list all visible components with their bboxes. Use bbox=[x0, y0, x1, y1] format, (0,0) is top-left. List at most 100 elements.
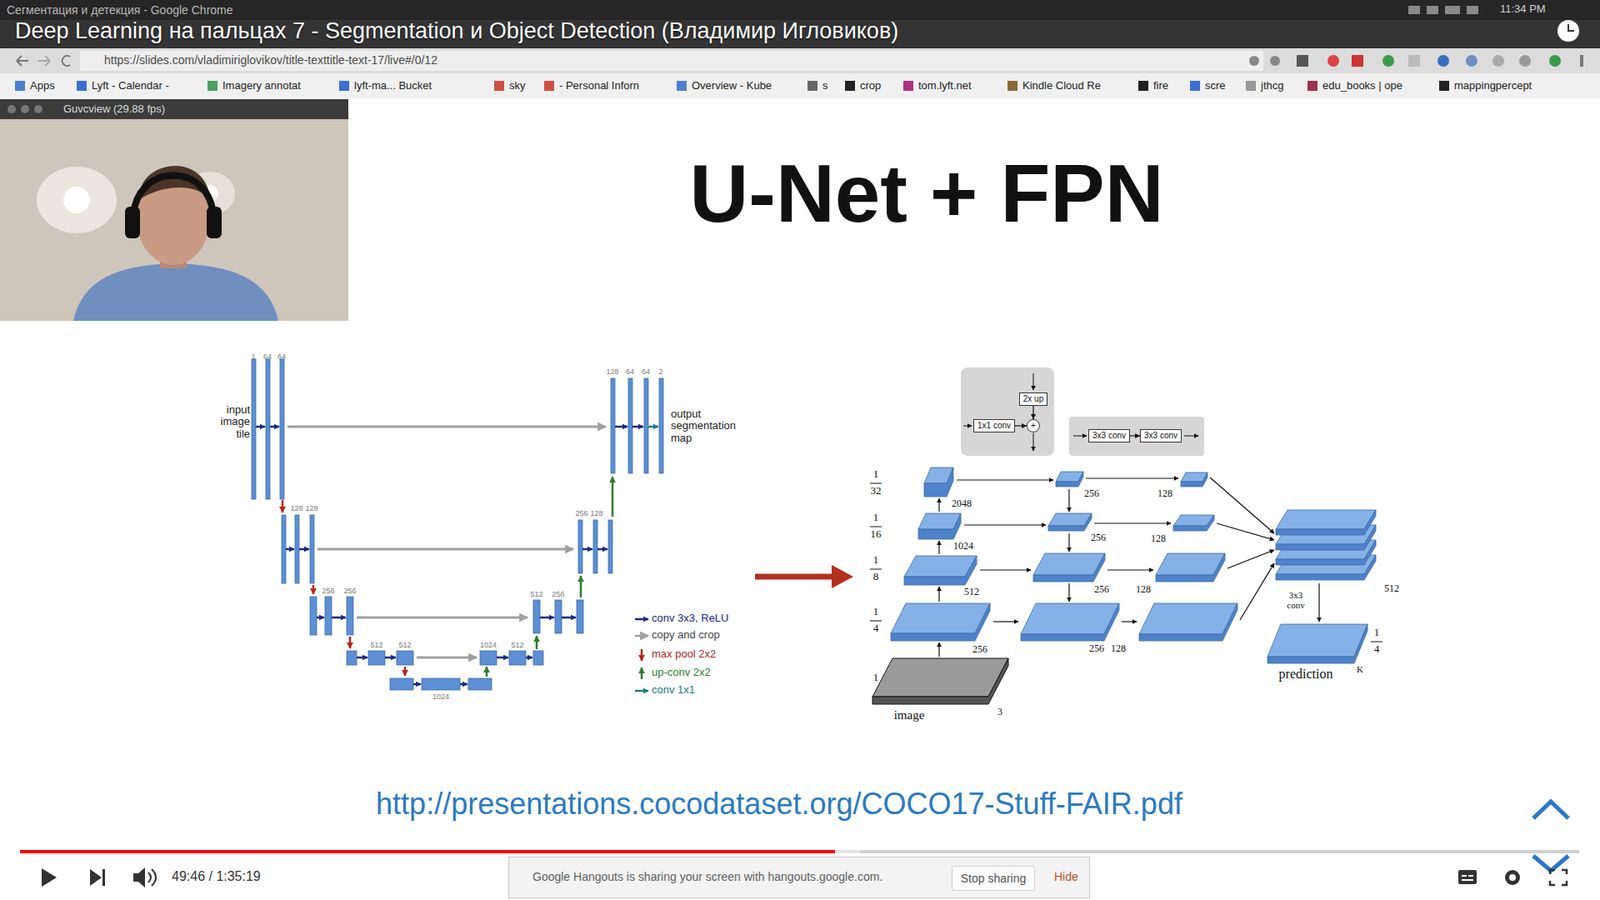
fraction-bar bbox=[870, 526, 882, 528]
legend-sample bbox=[635, 619, 649, 691]
browser-chrome bbox=[38, 55, 50, 66]
video-controls bbox=[20, 850, 835, 854]
unet-arrows bbox=[255, 425, 265, 429]
unet-diagram bbox=[346, 650, 357, 665]
fpn-panel bbox=[1073, 435, 1087, 437]
fpn-arrows bbox=[1227, 550, 1275, 569]
video-controls bbox=[133, 867, 145, 888]
transition-arrow bbox=[755, 574, 834, 580]
webcam-window bbox=[34, 105, 43, 114]
unet-arrows bbox=[349, 636, 352, 649]
scale-fraction: 1 bbox=[873, 671, 880, 685]
browser-chrome bbox=[1445, 5, 1460, 15]
video-controls bbox=[1458, 870, 1477, 885]
feature-map bbox=[1055, 471, 1084, 487]
feature-map bbox=[1033, 553, 1105, 582]
webcam-window bbox=[0, 99, 349, 321]
unet-diagram bbox=[396, 650, 414, 665]
video-controls bbox=[90, 869, 102, 886]
channel-count: 1024 bbox=[953, 540, 974, 553]
channel-count: 256 bbox=[1094, 584, 1110, 596]
transition-arrow bbox=[831, 565, 854, 589]
fpn-arrows bbox=[938, 498, 940, 512]
unet-arrows bbox=[615, 425, 628, 429]
feature-map bbox=[1155, 553, 1225, 575]
browser-chrome bbox=[903, 80, 914, 91]
channel-count: 64 bbox=[641, 367, 650, 376]
unet-diagram bbox=[251, 359, 664, 690]
channel-count: 256 bbox=[1084, 488, 1100, 500]
scale-fraction: 4 bbox=[1374, 643, 1380, 656]
unet-arrows bbox=[582, 548, 593, 551]
unet-diagram bbox=[659, 378, 664, 474]
window-title: Guvcview (29.88 fps) bbox=[63, 103, 165, 116]
browser-chrome bbox=[1249, 55, 1260, 66]
unet-arrows bbox=[281, 500, 285, 513]
channel-count: 256 bbox=[551, 590, 565, 599]
fpn-arrows bbox=[1068, 533, 1070, 552]
bookmark-link: sky bbox=[509, 80, 526, 93]
unet-arrows bbox=[540, 616, 555, 620]
scale-fraction: 1 bbox=[1374, 626, 1380, 640]
fpn-arrows bbox=[964, 524, 1046, 525]
unet-arrows bbox=[525, 656, 533, 660]
unet-arrows bbox=[648, 425, 659, 429]
unet-arrows bbox=[485, 666, 489, 677]
action-button: Stop sharing bbox=[951, 865, 1036, 891]
bookmark-link: crop bbox=[860, 80, 881, 93]
fpn-panel bbox=[1069, 416, 1205, 456]
diagram-label: input image tile bbox=[205, 404, 250, 440]
fraction-bar bbox=[870, 569, 882, 570]
channel-count: 64 bbox=[263, 352, 272, 361]
fpn-panel bbox=[960, 367, 1205, 456]
bookmark-link: fire bbox=[1153, 80, 1169, 93]
unet-diagram bbox=[325, 596, 332, 635]
fpn-arrows bbox=[1318, 583, 1320, 622]
fraction-bar bbox=[870, 483, 882, 485]
fpn-arrows bbox=[980, 569, 1031, 570]
webcam-window bbox=[0, 99, 349, 321]
node-text: Stop sharing bbox=[960, 871, 1027, 885]
browser-chrome bbox=[0, 0, 1600, 20]
feature-map bbox=[1267, 624, 1368, 657]
unet-arrows bbox=[486, 476, 613, 677]
fpn-arrows bbox=[1068, 583, 1070, 602]
channel-count: 512 bbox=[398, 640, 411, 650]
unet-diagram bbox=[509, 650, 526, 665]
video-controls bbox=[102, 869, 105, 886]
slide-title: U-Net + FPN bbox=[689, 146, 1164, 241]
unet-arrows bbox=[255, 426, 644, 685]
browser-chrome bbox=[845, 80, 855, 91]
process-box: 1x1 conv bbox=[973, 419, 1015, 433]
feature-map bbox=[918, 513, 961, 540]
channel-count: 256 bbox=[321, 586, 335, 595]
fpn-panel bbox=[960, 367, 1055, 456]
channel-count: 64 bbox=[277, 352, 286, 361]
browser-chrome bbox=[1296, 55, 1309, 67]
video-controls bbox=[41, 868, 57, 887]
unet-arrows bbox=[316, 616, 325, 620]
feature-map bbox=[1139, 603, 1238, 641]
unet-arrows bbox=[496, 656, 509, 660]
video-controls bbox=[1461, 875, 1467, 877]
bookmark-link: s bbox=[822, 80, 829, 93]
feature-map bbox=[1155, 553, 1225, 582]
node-text: Hide bbox=[1054, 870, 1079, 884]
browser-chrome bbox=[1408, 55, 1420, 67]
browser-chrome bbox=[1270, 55, 1280, 66]
fpn-arrows bbox=[993, 620, 1019, 622]
browser-chrome bbox=[1568, 24, 1575, 31]
fraction-bar bbox=[870, 483, 1383, 642]
feature-map bbox=[904, 555, 977, 577]
legend-item: copy and crop bbox=[651, 629, 720, 642]
legend-sample bbox=[640, 649, 644, 661]
video-controls bbox=[148, 872, 151, 883]
channel-count: 512 bbox=[1384, 583, 1400, 595]
unet-arrows bbox=[317, 548, 574, 551]
unet-arrows bbox=[580, 575, 583, 598]
transition-arrow bbox=[755, 565, 854, 589]
unet-diagram bbox=[555, 600, 562, 634]
process-box: 3x3 conv bbox=[1088, 429, 1130, 443]
